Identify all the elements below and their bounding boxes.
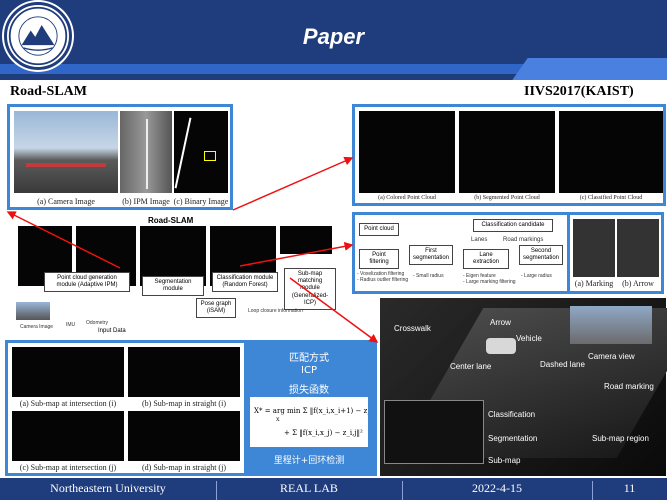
caption-classified: (c) Classified Point Cloud [579,195,643,201]
node-first-segmentation: First segmentation [409,245,453,266]
footer-date: 2022-4-15 [472,481,522,495]
ipm-image [120,111,172,193]
vehicle-model [486,338,516,354]
svg-text:X* = arg min Σ ‖f(x_i,x_i+1) −: X* = arg min Σ ‖f(x_i,x_i+1) − z_i,i+1‖² [254,407,368,415]
loss-function-formula: X* = arg min Σ ‖f(x_i,x_i+1) − z_i,i+1‖²… [250,397,394,447]
arrow-image [617,219,659,277]
input-camera-thumb [16,302,50,320]
odometry-loop-label: 里程计+回环检测 [273,456,345,466]
label-road-markings: Road markings [503,237,544,243]
camera-view-image [570,306,652,344]
label-vehicle: Vehicle [516,334,542,343]
node-submap-matching: Sub-map matching module (Generalized-ICP… [284,268,336,310]
caption-marking: (a) Marking [574,279,614,288]
camera-image [14,111,118,193]
segmented-point-cloud [459,111,555,193]
caption-arrow: (b) Arrow [622,279,654,288]
footer-lab: REAL LAB [280,481,338,495]
caption-ipm: (b) IPM Image [122,197,170,206]
node-classification: Classification module (Random Forest) [212,272,278,293]
label-camera-image: Camera Image [20,324,54,330]
label-imu: IMU [66,322,76,328]
note-large-radius: - Large radius [521,273,552,279]
matching-method-value: ICP [301,365,317,376]
node-point-cloud-generation: Point cloud generation module (Adaptive … [44,272,130,293]
label-arrow: Arrow [490,318,511,327]
paper-source: IIVS2017(KAIST) [524,84,634,99]
label-sub-map-region: Sub-map region [592,434,649,443]
node-pose-graph: Pose graph (iSAM) [196,298,236,319]
note-radius-outlier: - Radius outlier filtering [357,277,409,283]
submap-intersection-j [12,411,124,461]
label-sub-map: Sub-map [488,456,521,465]
caption-submap-c: (c) Sub-map at intersection (j) [19,463,117,472]
label-input-data: Input Data [98,328,126,334]
caption-segmented: (b) Segmented Point Cloud [474,195,540,201]
caption-binary: (c) Binary Image [173,197,229,206]
label-segmentation: Segmentation [488,434,538,443]
submap-straight-j [128,411,240,461]
classified-point-cloud [559,111,663,193]
colored-point-cloud [359,111,455,193]
footer-page: 11 [623,481,636,495]
label-center-lane: Center lane [450,362,492,371]
submaps-panel: (a) Sub-map at intersection (i) (b) Sub-… [5,340,394,476]
label-camera-view: Camera view [588,352,635,361]
university-logo [4,2,72,70]
note-large-marking: - Large marking filtering [463,279,516,285]
point-cloud-panel: (a) Colored Point Cloud (b) Segmented Po… [352,104,666,206]
submap-straight-i [128,347,240,397]
label-odometry: Odometry [86,320,108,326]
caption-camera: (a) Camera Image [37,197,95,206]
loss-function-label: 损失函数 [289,385,329,396]
marking-image [573,219,615,277]
node-lane-extraction: Lane extraction [463,249,509,270]
svg-text:X: X [276,417,280,423]
note-eigen-feature: - Eigen feature [463,273,496,279]
footer-org: Northeastern University [50,481,166,495]
node-classification-candidate: Classification candidate [473,219,553,233]
matching-method-label: 匹配方式 [289,353,329,364]
legend-images [384,400,484,464]
label-crosswalk: Crosswalk [394,324,431,333]
road-slam-pipeline: Road-SLAM Point cloud generation module … [8,216,338,338]
caption-submap-b: (b) Sub-map in straight (i) [142,399,226,408]
scene-visualization: Crosswalk Arrow Vehicle Center lane Dash… [380,298,667,476]
node-segmentation: Segmentation module [142,276,204,297]
note-small-radius: - Small radius [413,273,444,279]
node-point-cloud: Point cloud [359,223,399,237]
slide-title: Paper [302,24,365,49]
header-bar [0,0,667,80]
caption-submap-d: (d) Sub-map in straight (j) [142,463,226,472]
matching-panel: 匹配方式 ICP 损失函数 X* = arg min Σ ‖f(x_i,x_i+… [244,343,394,473]
label-loop-closure: Loop closure information [248,308,303,314]
node-point-filtering: Point filtering [359,249,399,270]
node-second-segmentation: Second segmentation [519,245,563,266]
label-dashed-lane: Dashed lane [540,360,585,369]
pipeline-title: Road-SLAM [148,216,194,225]
binary-image [174,111,228,193]
submap-intersection-i [12,347,124,397]
label-road-marking: Road marking [604,382,654,391]
note-voxelization: - Voxelization filtering [357,271,405,277]
svg-text:+ Σ ‖f(x_i,x_j) − z_i,j‖²: + Σ ‖f(x_i,x_j) − z_i,j‖² [284,429,363,437]
caption-colored: (a) Colored Point Cloud [378,195,436,201]
label-lanes: Lanes [471,237,488,243]
classification-flow-panel: Point cloud Point filtering First segmen… [352,212,664,294]
section-title: Road-SLAM [10,84,88,99]
pipeline-thumb-5 [280,226,332,254]
caption-submap-a: (a) Sub-map at intersection (i) [19,399,117,408]
footer-bar: Northeastern University REAL LAB 2022-4-… [0,478,667,500]
label-classification: Classification [488,410,536,419]
preprocessing-panel: (a) Camera Image (b) IPM Image (c) Binar… [7,104,233,210]
